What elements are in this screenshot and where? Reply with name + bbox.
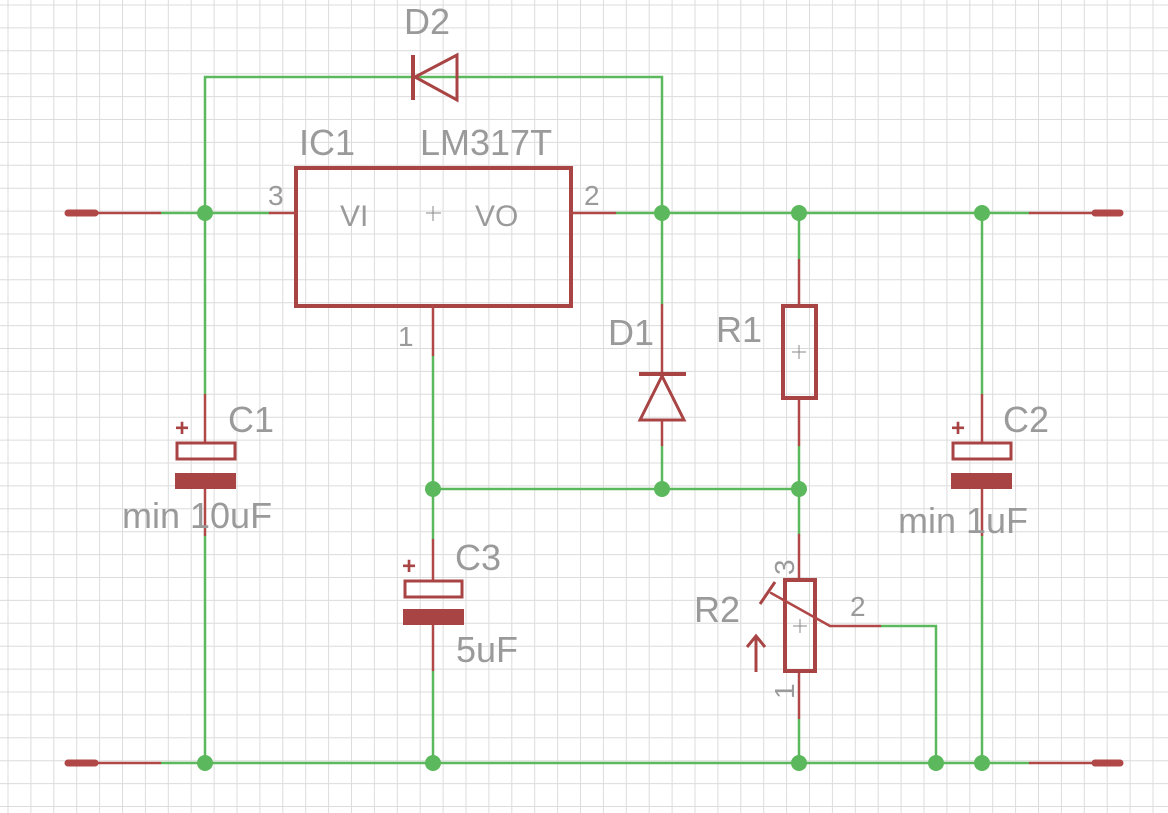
c1-plate-negative — [175, 473, 236, 489]
ic1-pin-vi: VI — [340, 200, 368, 233]
ic1-pin2-number: 2 — [584, 180, 600, 211]
junction-adj-r1 — [791, 481, 807, 497]
diode-d2[interactable]: D2 — [404, 1, 459, 103]
capacitor-c3[interactable]: + C3 5uF — [402, 537, 518, 672]
resistor-r1[interactable]: R1 — [716, 258, 818, 447]
junction-d2-output — [654, 205, 670, 221]
d2-name: D2 — [404, 1, 450, 42]
d1-triangle — [637, 372, 687, 422]
capacitor-c2[interactable]: + C2 min 1uF — [898, 393, 1049, 541]
ic1-name: IC1 — [299, 122, 355, 163]
wire-r2-wiper — [878, 624, 938, 765]
junction-c2-top — [974, 205, 990, 221]
d2-triangle — [411, 52, 459, 103]
r2-pin2-number: 2 — [850, 591, 866, 622]
terminals — [64, 209, 1124, 767]
c3-value: 5uF — [456, 629, 518, 670]
c3-plate-negative — [403, 609, 464, 625]
c2-name: C2 — [1003, 399, 1049, 440]
c1-polarity: + — [175, 415, 189, 442]
junction-gnd-c2 — [974, 755, 990, 771]
r1-name: R1 — [716, 309, 762, 350]
ic1-value: LM317T — [420, 122, 552, 163]
ic1-pin1-number: 1 — [398, 321, 414, 352]
junction-gnd-c1 — [197, 755, 213, 771]
junction-adj-left — [425, 481, 441, 497]
junction-input-top — [197, 205, 213, 221]
d1-name: D1 — [608, 312, 654, 353]
c1-name: C1 — [228, 399, 274, 440]
junction-r1-top — [791, 205, 807, 221]
trimmer-r2[interactable]: R2 2 3 1 — [694, 533, 882, 720]
junction-gnd-r2 — [791, 755, 807, 771]
c3-name: C3 — [455, 537, 501, 578]
r2-name: R2 — [694, 589, 740, 630]
capacitor-c1[interactable]: + C1 min 10uF — [122, 393, 274, 537]
wires — [158, 75, 1032, 765]
r2-wiper-diag — [769, 591, 832, 628]
junction-adj-d1 — [654, 481, 670, 497]
c1-plate-positive — [175, 441, 237, 461]
junction-gnd-wiper — [928, 755, 944, 771]
r1-body — [781, 304, 818, 400]
r2-wiper-tick — [758, 581, 777, 605]
r2-arrow-head — [745, 633, 767, 648]
diode-d1[interactable]: D1 — [608, 303, 687, 447]
wire-d2-loop — [203, 75, 664, 215]
c2-value: min 1uF — [898, 500, 1028, 541]
r2-pin1-number: 1 — [769, 683, 800, 699]
c1-value: min 10uF — [122, 495, 272, 536]
r2-body — [783, 578, 817, 673]
ic1-pin-vo: VO — [475, 200, 518, 233]
junction-gnd-c3 — [425, 755, 441, 771]
c2-plate-negative — [951, 473, 1012, 489]
c3-plate-positive — [403, 579, 464, 599]
c2-polarity: + — [951, 415, 965, 442]
ic1-lm317t[interactable]: IC1 LM317T VI VO 3 2 1 — [268, 122, 617, 357]
ic1-pin3-number: 3 — [268, 180, 284, 211]
c2-plate-positive — [951, 441, 1013, 461]
junctions — [197, 205, 990, 771]
c3-polarity: + — [402, 553, 416, 580]
r2-pin3-number: 3 — [769, 559, 800, 575]
